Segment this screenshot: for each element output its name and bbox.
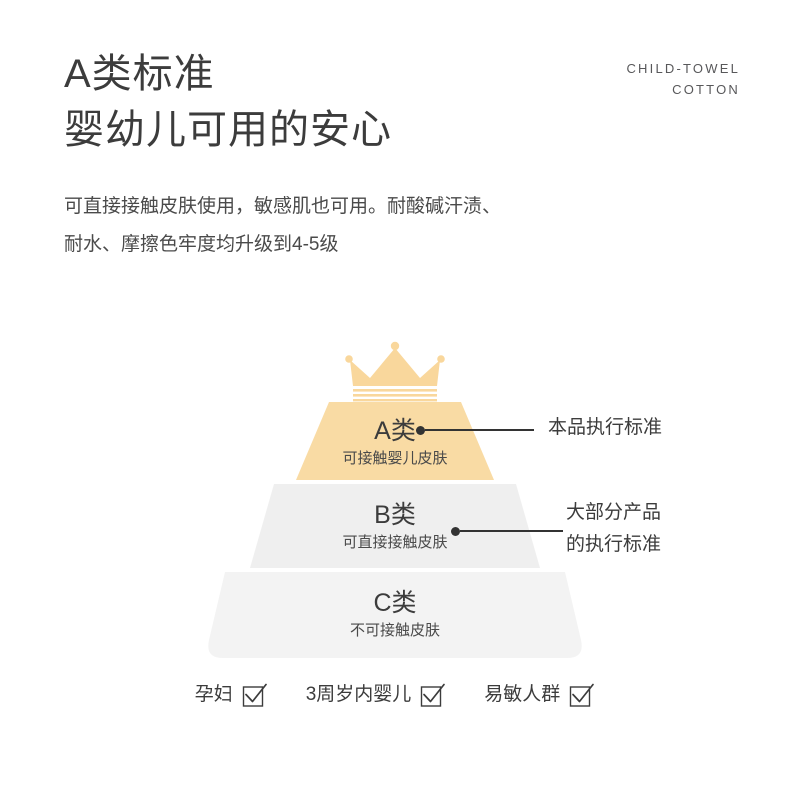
- audience-check-row: 孕妇 3周岁内婴儿 易敏人群: [0, 682, 790, 708]
- leader-dot-a: [416, 425, 425, 435]
- page-title-line-2: 婴幼儿可用的安心: [64, 108, 392, 152]
- pyramid-tier-c: C类 不可接触皮肤: [205, 572, 585, 658]
- brand-label-line-2: COTTON: [672, 82, 740, 97]
- callout-b: 大部分产品 的执行标准: [566, 497, 661, 561]
- callout-b-line-2: 的执行标准: [566, 534, 662, 555]
- checkbox-checked-icon-infant: [420, 682, 446, 708]
- check-label-pregnant: 孕妇: [194, 684, 233, 705]
- crown-icon: [340, 340, 450, 402]
- check-label-sensitive: 易敏人群: [484, 684, 561, 705]
- callout-b-line-1: 大部分产品: [566, 502, 662, 523]
- pyramid-tier-a: A类 可接触婴儿皮肤: [296, 402, 494, 480]
- callout-a-line-1: 本品执行标准: [548, 417, 663, 438]
- description-text: 可直接接触皮肤使用，敏感肌也可用。耐酸碱汗渍、 耐水、摩擦色牢度均升级到4-5级: [64, 188, 664, 264]
- checkbox-checked-icon-pregnant: [242, 682, 268, 708]
- header-section: A类标准 婴幼儿可用的安心 CHILD-TOWEL COTTON 可直接接触皮肤…: [0, 0, 790, 300]
- check-item-sensitive: 易敏人群: [484, 682, 595, 708]
- leader-stroke-b: [460, 530, 563, 532]
- tier-b-shape: [250, 484, 540, 568]
- checkbox-checked-icon-sensitive: [569, 682, 595, 708]
- leader-line-b: [451, 526, 563, 536]
- leader-stroke-a: [425, 429, 534, 431]
- page-title: A类标准 婴幼儿可用的安心: [64, 46, 392, 158]
- callout-a: 本品执行标准: [548, 412, 662, 444]
- description-line-2: 耐水、摩擦色牢度均升级到4-5级: [64, 234, 339, 255]
- standard-pyramid-diagram: A类 可接触婴儿皮肤 B类 可直接接触皮肤 C类 不可接触皮肤: [0, 330, 790, 670]
- brand-label: CHILD-TOWEL COTTON: [626, 58, 740, 100]
- check-item-pregnant: 孕妇: [195, 682, 268, 708]
- check-item-infant: 3周岁内婴儿: [306, 682, 447, 708]
- description-line-1: 可直接接触皮肤使用，敏感肌也可用。耐酸碱汗渍、: [64, 196, 502, 217]
- leader-line-a: [416, 425, 534, 435]
- tier-a-shape: [296, 402, 494, 480]
- check-label-infant: 3周岁内婴儿: [305, 684, 412, 705]
- tier-c-shape: [208, 572, 582, 658]
- brand-label-line-1: CHILD-TOWEL: [626, 61, 740, 76]
- leader-dot-b: [451, 526, 460, 536]
- page-title-line-1: A类标准: [64, 52, 215, 96]
